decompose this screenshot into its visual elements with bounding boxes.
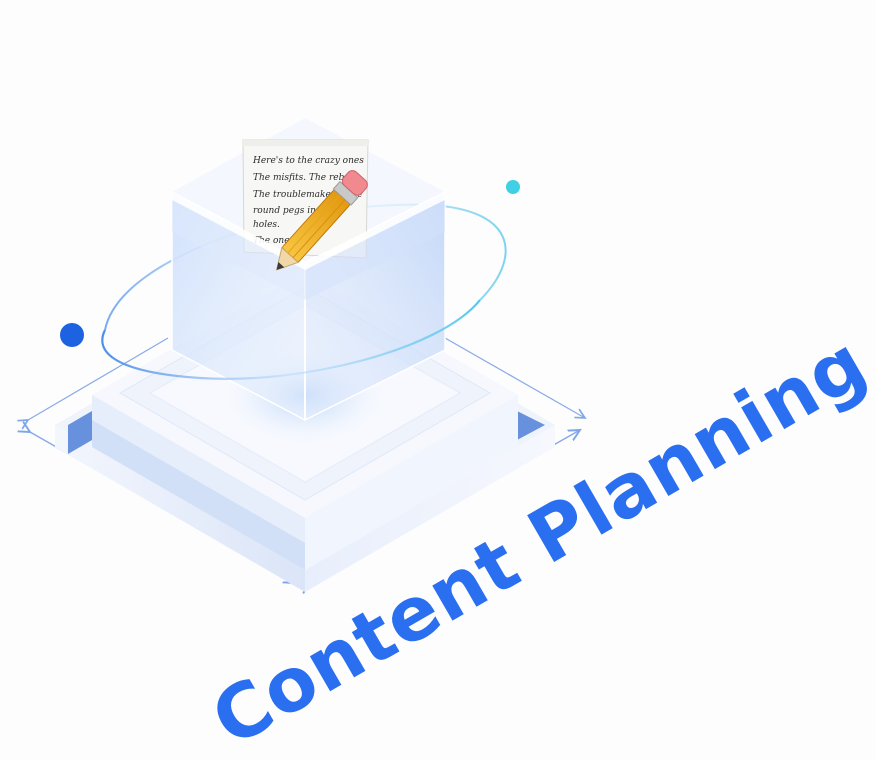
- note-line-1: Here's to the crazy ones: [252, 156, 364, 166]
- pencil-icon: [275, 170, 368, 271]
- note-line-5: holes.: [253, 220, 280, 230]
- blue-orbit-dot: [60, 323, 84, 347]
- handwritten-note-icon: Here's to the crazy ones The misfits. Th…: [242, 139, 369, 259]
- cyan-orbit-dot: [506, 180, 520, 194]
- note-line-3: The troublemakers. The: [253, 190, 363, 200]
- note-line-2: The misfits. The rebels.: [253, 173, 360, 183]
- note-line-6: The ones wh: [253, 236, 311, 246]
- back-right-arrow: [444, 337, 585, 418]
- note-line-4: round pegs in the: [253, 206, 334, 216]
- orbit-ring-front: [101, 299, 481, 380]
- back-left-arrow: [28, 337, 169, 420]
